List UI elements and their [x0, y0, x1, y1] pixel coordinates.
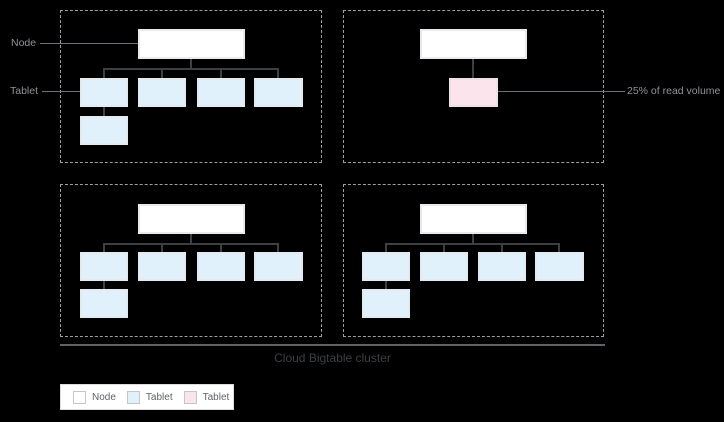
tablet-box: [478, 252, 526, 281]
tablet-box: [254, 78, 303, 107]
cluster-title: Cloud Bigtable cluster: [274, 351, 391, 365]
node-group-1-boundary: [60, 10, 322, 163]
connector-line: [103, 68, 279, 70]
node-box: [138, 29, 245, 59]
hot-tablet-swatch-icon: [183, 390, 197, 404]
legend-label: Node: [92, 391, 116, 403]
cluster-baseline: [60, 344, 605, 346]
hot-tablet-box: [449, 78, 498, 107]
tablet-box: [138, 78, 186, 107]
connector-line: [190, 59, 192, 68]
connector-line: [103, 68, 105, 78]
node-group-4-boundary: [343, 184, 604, 337]
node-box: [138, 204, 245, 234]
connector-line: [277, 243, 279, 252]
legend-label: Tablet: [202, 391, 230, 403]
node-box: [420, 204, 527, 234]
connector-line: [103, 107, 105, 116]
tablet-box: [362, 252, 410, 281]
node-swatch-icon: [73, 390, 86, 404]
connector-line: [501, 243, 503, 252]
read-volume-callout-line: [498, 91, 625, 92]
tablet-box: [362, 289, 410, 318]
tablet-box: [535, 252, 584, 281]
connector-line: [103, 281, 105, 289]
tablet-callout-line: [42, 91, 80, 92]
connector-line: [103, 243, 105, 252]
connector-line: [472, 234, 474, 243]
tablet-box: [80, 116, 128, 145]
tablet-box: [80, 252, 128, 281]
connector-line: [161, 68, 163, 78]
node-side-label: Node: [11, 37, 37, 49]
legend-item-tablet: Tablet: [126, 390, 173, 404]
connector-line: [277, 68, 279, 78]
tablet-box: [420, 252, 468, 281]
connector-line: [220, 243, 222, 252]
connector-line: [385, 243, 560, 245]
tablet-box: [138, 252, 186, 281]
connector-line: [385, 281, 387, 289]
connector-line: [472, 59, 474, 78]
connector-line: [220, 68, 222, 78]
tablet-box: [197, 78, 245, 107]
read-volume-label: 25% of read volume: [627, 85, 721, 97]
tablet-side-label: Tablet: [10, 85, 39, 97]
node-callout-line: [40, 43, 138, 44]
tablet-box: [80, 289, 128, 318]
tablet-swatch-icon: [126, 390, 140, 404]
node-group-3-boundary: [60, 184, 322, 337]
connector-line: [385, 243, 387, 252]
tablet-box: [254, 252, 303, 281]
connector-line: [443, 243, 445, 252]
legend: Node Tablet Tablet: [60, 384, 234, 410]
connector-line: [161, 243, 163, 252]
tablet-box: [197, 252, 245, 281]
node-group-2-boundary: [343, 10, 604, 163]
legend-item-node: Node: [73, 390, 116, 404]
legend-item-hot-tablet: Tablet: [183, 390, 230, 404]
tablet-box: [80, 78, 128, 107]
connector-line: [103, 243, 279, 245]
connector-line: [190, 234, 192, 243]
node-box: [420, 29, 527, 59]
legend-label: Tablet: [145, 391, 173, 403]
connector-line: [558, 243, 560, 252]
